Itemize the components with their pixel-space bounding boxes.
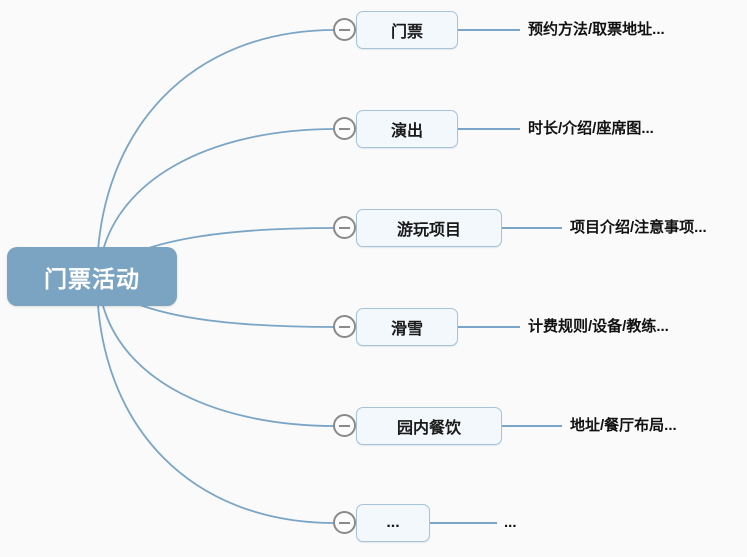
minus-icon[interactable]: [333, 414, 356, 437]
branch-node-attractions[interactable]: 游玩项目: [356, 209, 502, 247]
minus-icon[interactable]: [333, 511, 356, 534]
minus-icon[interactable]: [333, 117, 356, 140]
leaf-label-booking-method[interactable]: 预约方法/取票地址...: [528, 21, 665, 38]
leaf-label-duration-intro[interactable]: 时长/介绍/座席图...: [528, 120, 654, 137]
minus-bar: [339, 226, 350, 229]
branch-node-shows[interactable]: 演出: [356, 110, 458, 148]
leaf-label-restaurant-layout[interactable]: 地址/餐厅布局...: [570, 417, 677, 434]
minus-bar: [339, 521, 350, 524]
leaf-label-more[interactable]: ...: [504, 514, 517, 531]
minus-icon[interactable]: [333, 315, 356, 338]
branch-node-park-dining[interactable]: 园内餐饮: [356, 407, 502, 445]
branch-node-tickets[interactable]: 门票: [356, 11, 458, 49]
minus-icon[interactable]: [333, 216, 356, 239]
minus-bar: [339, 325, 350, 328]
leaf-label-billing-rules[interactable]: 计费规则/设备/教练...: [528, 318, 669, 335]
minus-bar: [339, 28, 350, 31]
branch-node-more[interactable]: ...: [356, 504, 430, 542]
leaf-label-attraction-intro[interactable]: 项目介绍/注意事项...: [570, 219, 707, 236]
root-node-ticket-activities[interactable]: 门票活动: [7, 247, 177, 306]
minus-bar: [339, 127, 350, 130]
branch-node-skiing[interactable]: 滑雪: [356, 308, 458, 346]
minus-bar: [339, 424, 350, 427]
minus-icon[interactable]: [333, 18, 356, 41]
